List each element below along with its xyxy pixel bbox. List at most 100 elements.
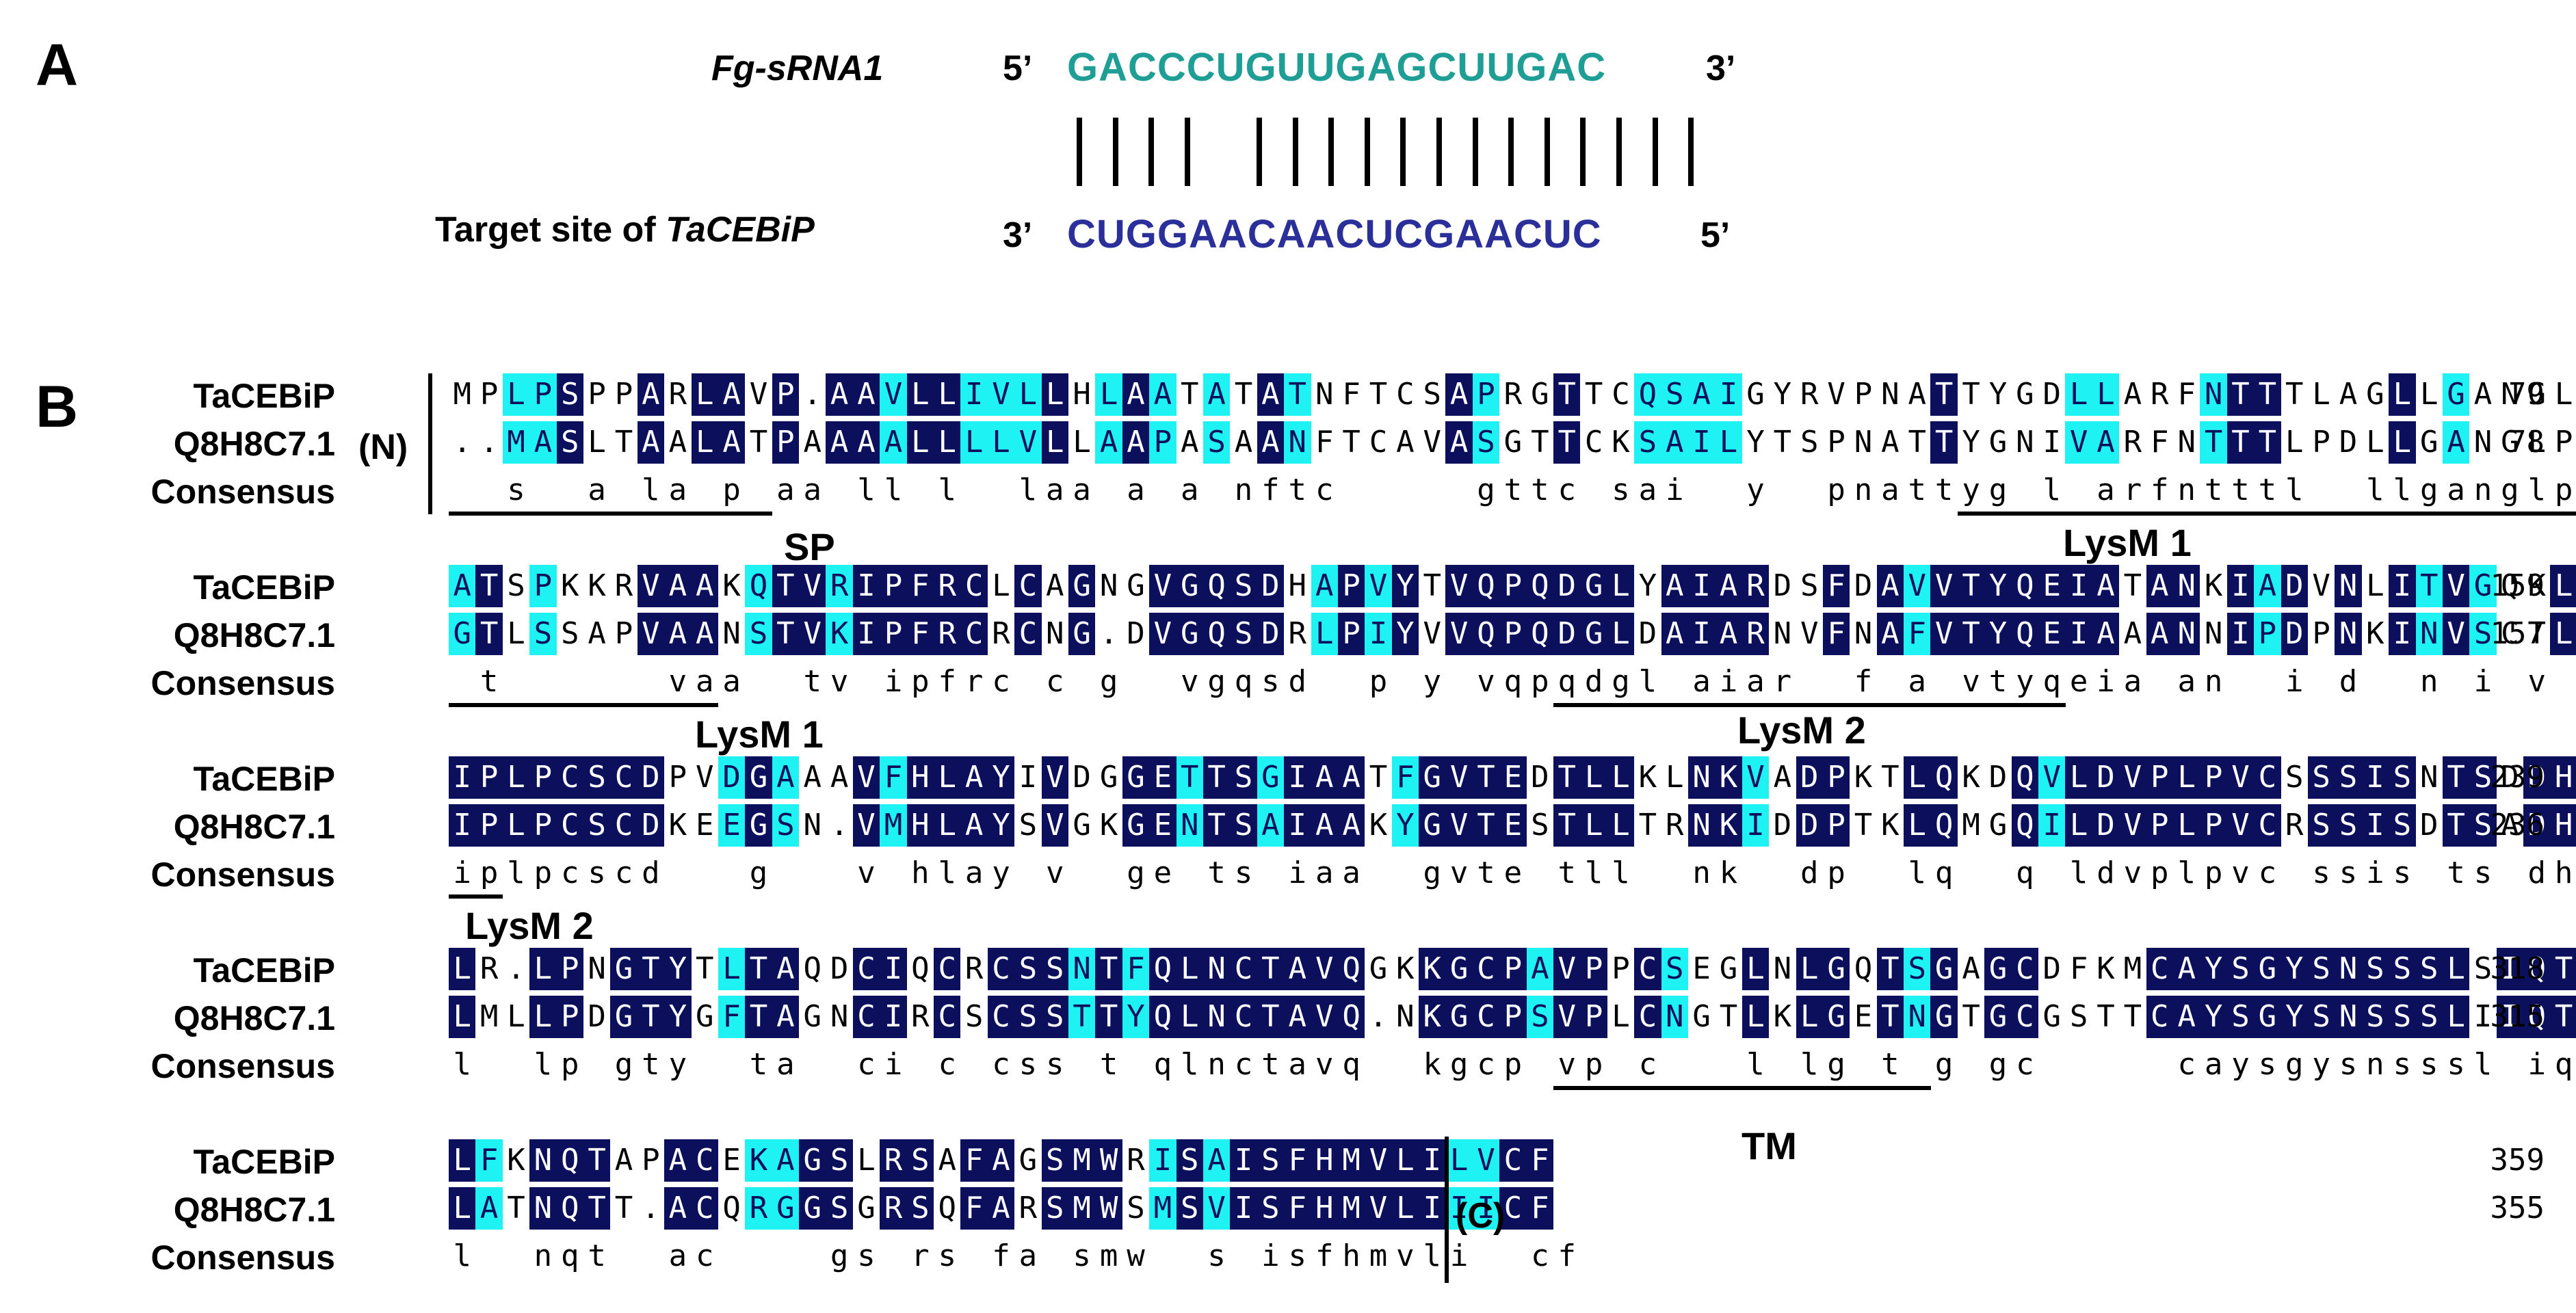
consensus-residue: p — [911, 664, 930, 699]
residue: K — [2527, 568, 2547, 603]
residue: K — [668, 808, 687, 843]
consensus-residue: f — [1261, 473, 1280, 507]
residue: A — [1526, 948, 1554, 990]
residue: S — [1531, 808, 1549, 843]
residue: L — [2389, 373, 2416, 416]
residue: L — [1311, 613, 1338, 655]
residue: K — [1854, 760, 1873, 795]
residue: A — [1881, 425, 1900, 460]
residue: R — [880, 1187, 907, 1230]
residue: E — [2038, 613, 2066, 655]
consensus-residue: t — [1503, 473, 1523, 507]
residue: V — [749, 377, 768, 412]
consensus-residue: g — [1477, 473, 1495, 507]
residue: S — [1423, 377, 1442, 412]
residue: S — [2361, 996, 2389, 1038]
consensus-residue: q — [1558, 664, 1576, 699]
residue: A — [664, 613, 692, 655]
c-terminus-label: (C) — [1456, 1196, 1506, 1236]
consensus-residue: r — [911, 1238, 930, 1273]
consensus-residue — [1014, 661, 1041, 703]
residue: V — [1365, 1187, 1392, 1230]
residue: P — [2312, 425, 2330, 460]
consensus-residue — [2092, 1044, 2119, 1086]
consensus-residue: a — [1127, 473, 1145, 507]
residue: N — [1854, 616, 1873, 651]
consensus-residue — [2550, 661, 2576, 703]
residue: D — [2042, 951, 2061, 986]
residue: T — [1773, 425, 1792, 460]
consensus-residue: n — [1234, 473, 1253, 507]
residue: V — [1445, 756, 1473, 799]
residue: A — [1661, 565, 1688, 607]
consensus-residue: c — [1531, 1238, 1549, 1273]
pairing-line — [1688, 118, 1694, 186]
residue: S — [1526, 996, 1554, 1038]
residue: C — [1472, 996, 1500, 1038]
consensus-residue: y — [992, 856, 1010, 890]
consensus-residue — [1177, 1235, 1203, 1277]
consensus-residue: v — [1962, 664, 1980, 699]
residue: A — [772, 1139, 800, 1182]
consensus-residue: y — [2312, 1047, 2330, 1082]
residue: T — [1553, 756, 1581, 799]
residue: M — [2123, 951, 2142, 986]
consensus-residue — [1850, 1044, 1876, 1086]
residue: K — [1369, 808, 1388, 843]
consensus-residue: l — [2285, 473, 2304, 507]
residue: Y — [2281, 948, 2308, 990]
consensus-residue: r — [2123, 473, 2142, 507]
residue: T — [1930, 421, 1958, 464]
residue: V — [1472, 1139, 1500, 1182]
residue: D — [1257, 613, 1285, 655]
residue: C — [934, 996, 961, 1038]
residue: A — [1180, 425, 1199, 460]
residue: A — [2123, 377, 2142, 412]
residue: S — [2389, 948, 2416, 990]
consensus-residue: i — [2285, 664, 2304, 699]
consensus-residue — [1823, 661, 1850, 703]
consensus-residue — [1068, 852, 1095, 894]
residue: A — [2442, 421, 2470, 464]
residue: L — [857, 1143, 876, 1178]
residue: D — [1073, 760, 1091, 795]
residue: L — [2285, 425, 2304, 460]
consensus-residue — [1445, 469, 1472, 512]
residue: V — [1202, 1187, 1231, 1230]
residue: T — [2415, 565, 2443, 607]
residue: Y — [1988, 377, 2008, 412]
residue: K — [588, 568, 606, 603]
residue: T — [772, 613, 800, 655]
residue: K — [1396, 951, 1415, 986]
residue: K — [826, 613, 853, 655]
residue: A — [938, 1143, 956, 1178]
target-5prime: 5’ — [1700, 215, 1731, 255]
residue: Y — [987, 756, 1015, 799]
row-label: Q8H8C7.1 — [173, 616, 335, 654]
consensus-residue: a — [1288, 1047, 1307, 1082]
consensus-residue — [503, 1044, 529, 1086]
residue: I — [2361, 804, 2389, 847]
residue: A — [2146, 613, 2173, 655]
residue: T — [745, 948, 772, 990]
residue: N — [2335, 948, 2362, 990]
residue: V — [1445, 804, 1473, 847]
residue: E — [1499, 756, 1527, 799]
consensus-residue — [449, 661, 475, 703]
residue: G — [1419, 756, 1446, 799]
residue: I — [1018, 760, 1038, 795]
residue: A — [1773, 760, 1792, 795]
residue: F — [1315, 425, 1334, 460]
consensus-residue: n — [1692, 856, 1711, 890]
residue: A — [664, 1139, 692, 1182]
consensus-residue: q — [1234, 664, 1253, 699]
residue: G — [2016, 377, 2034, 412]
residue: P — [1499, 613, 1527, 655]
residue: A — [987, 1187, 1015, 1230]
c-terminus-bar — [1445, 1137, 1449, 1283]
residue: V — [987, 373, 1015, 416]
residue: D — [1257, 565, 1285, 607]
residue: S — [1202, 421, 1231, 464]
residue: D — [2092, 804, 2120, 847]
residue: V — [1365, 1139, 1392, 1182]
